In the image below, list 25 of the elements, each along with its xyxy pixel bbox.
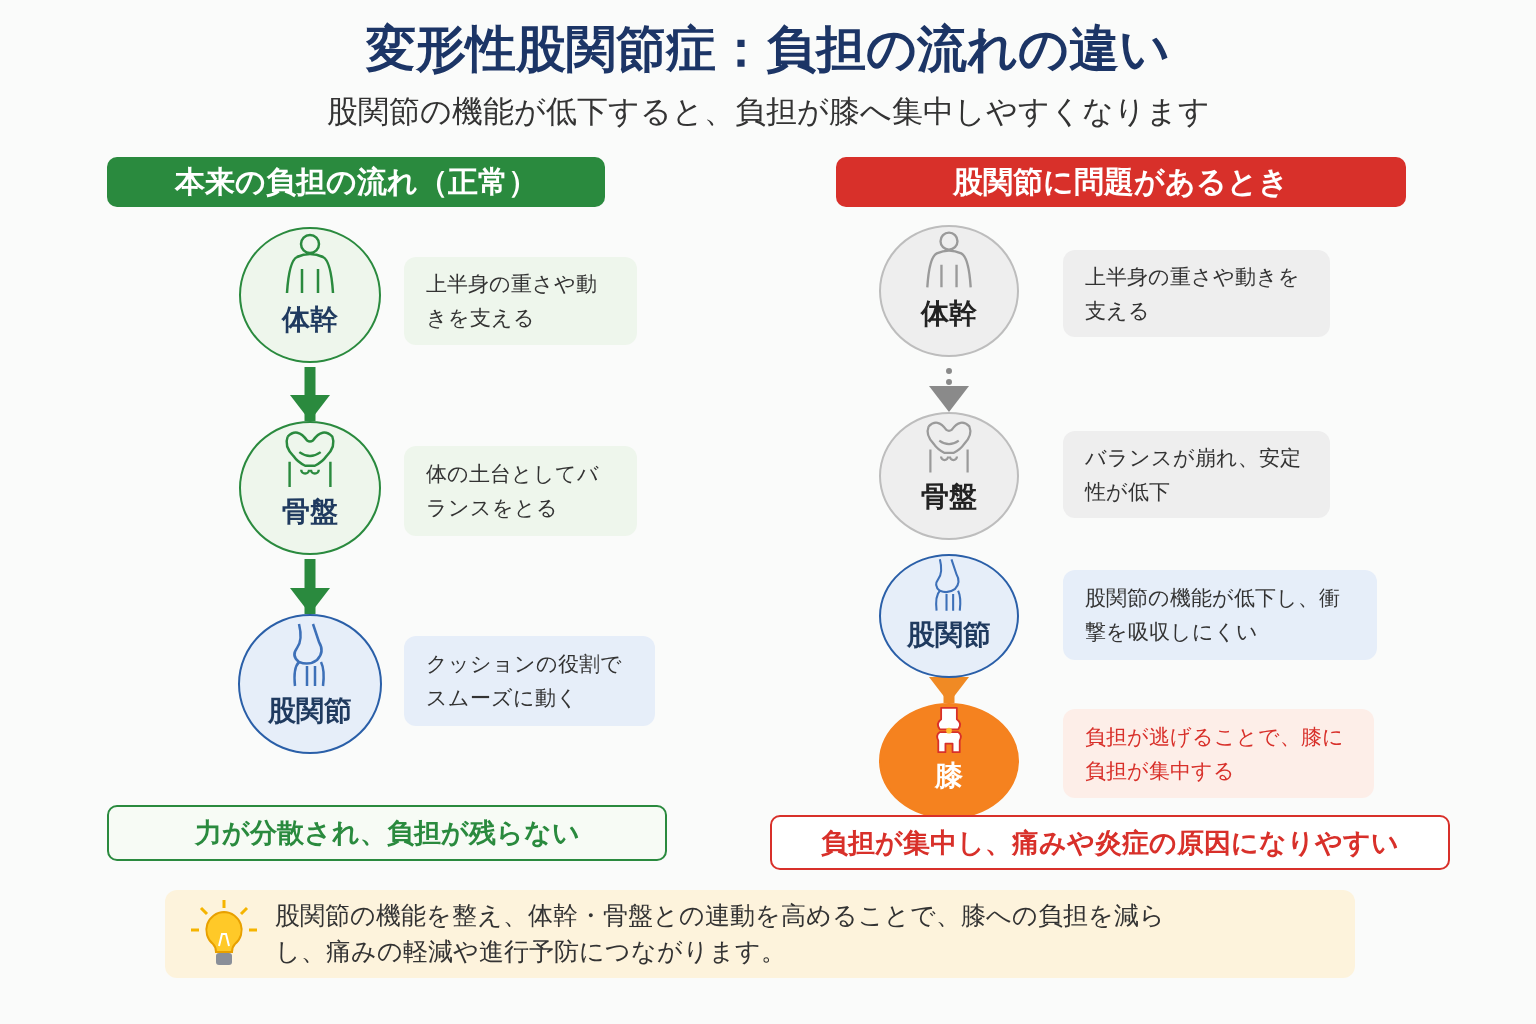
part-label: 骨盤 [921,479,977,515]
description-box: 体の土台としてバランスをとる [404,446,637,536]
part-label: 膝 [935,758,963,794]
note-text: 股関節の機能を整え、体幹・骨盤との連動を高めることで、膝への負担を減らし、痛みの軽減や進行予防につながります。 [275,900,1166,968]
summary-box: 力が分散され、負担が残らない [107,805,667,861]
part-label: 股関節 [268,693,352,729]
description-box: 上半身の重さや動きを支える [404,257,637,345]
summary-box: 負担が集中し、痛みや炎症の原因になりやすい [770,815,1450,870]
description-box: 股関節の機能が低下し、衝撃を吸収しにくい [1063,570,1377,660]
note-box [165,890,1355,978]
part-label: 股関節 [907,617,991,653]
section-header: 股関節に問題があるとき [836,157,1406,207]
section-header: 本来の負担の流れ（正常） [107,157,605,207]
title: 変形性股関節症：負担の流れの違い [365,19,1171,80]
arrow [929,677,969,703]
description-box: バランスが崩れ、安定性が低下 [1063,431,1330,518]
description-box: 上半身の重さや動きを支える [1063,250,1330,337]
arrow [290,559,330,614]
description-box: 負担が逃げることで、膝に負担が集中する [1063,709,1374,798]
part-label: 骨盤 [282,494,338,530]
subtitle: 股関節の機能が低下すると、負担が膝へ集中しやすくなります [325,92,1211,131]
part-label: 体幹 [921,296,977,332]
part-label: 体幹 [282,302,338,338]
arrow [290,367,330,421]
description-box: クッションの役割でスムーズに動く [404,636,655,726]
